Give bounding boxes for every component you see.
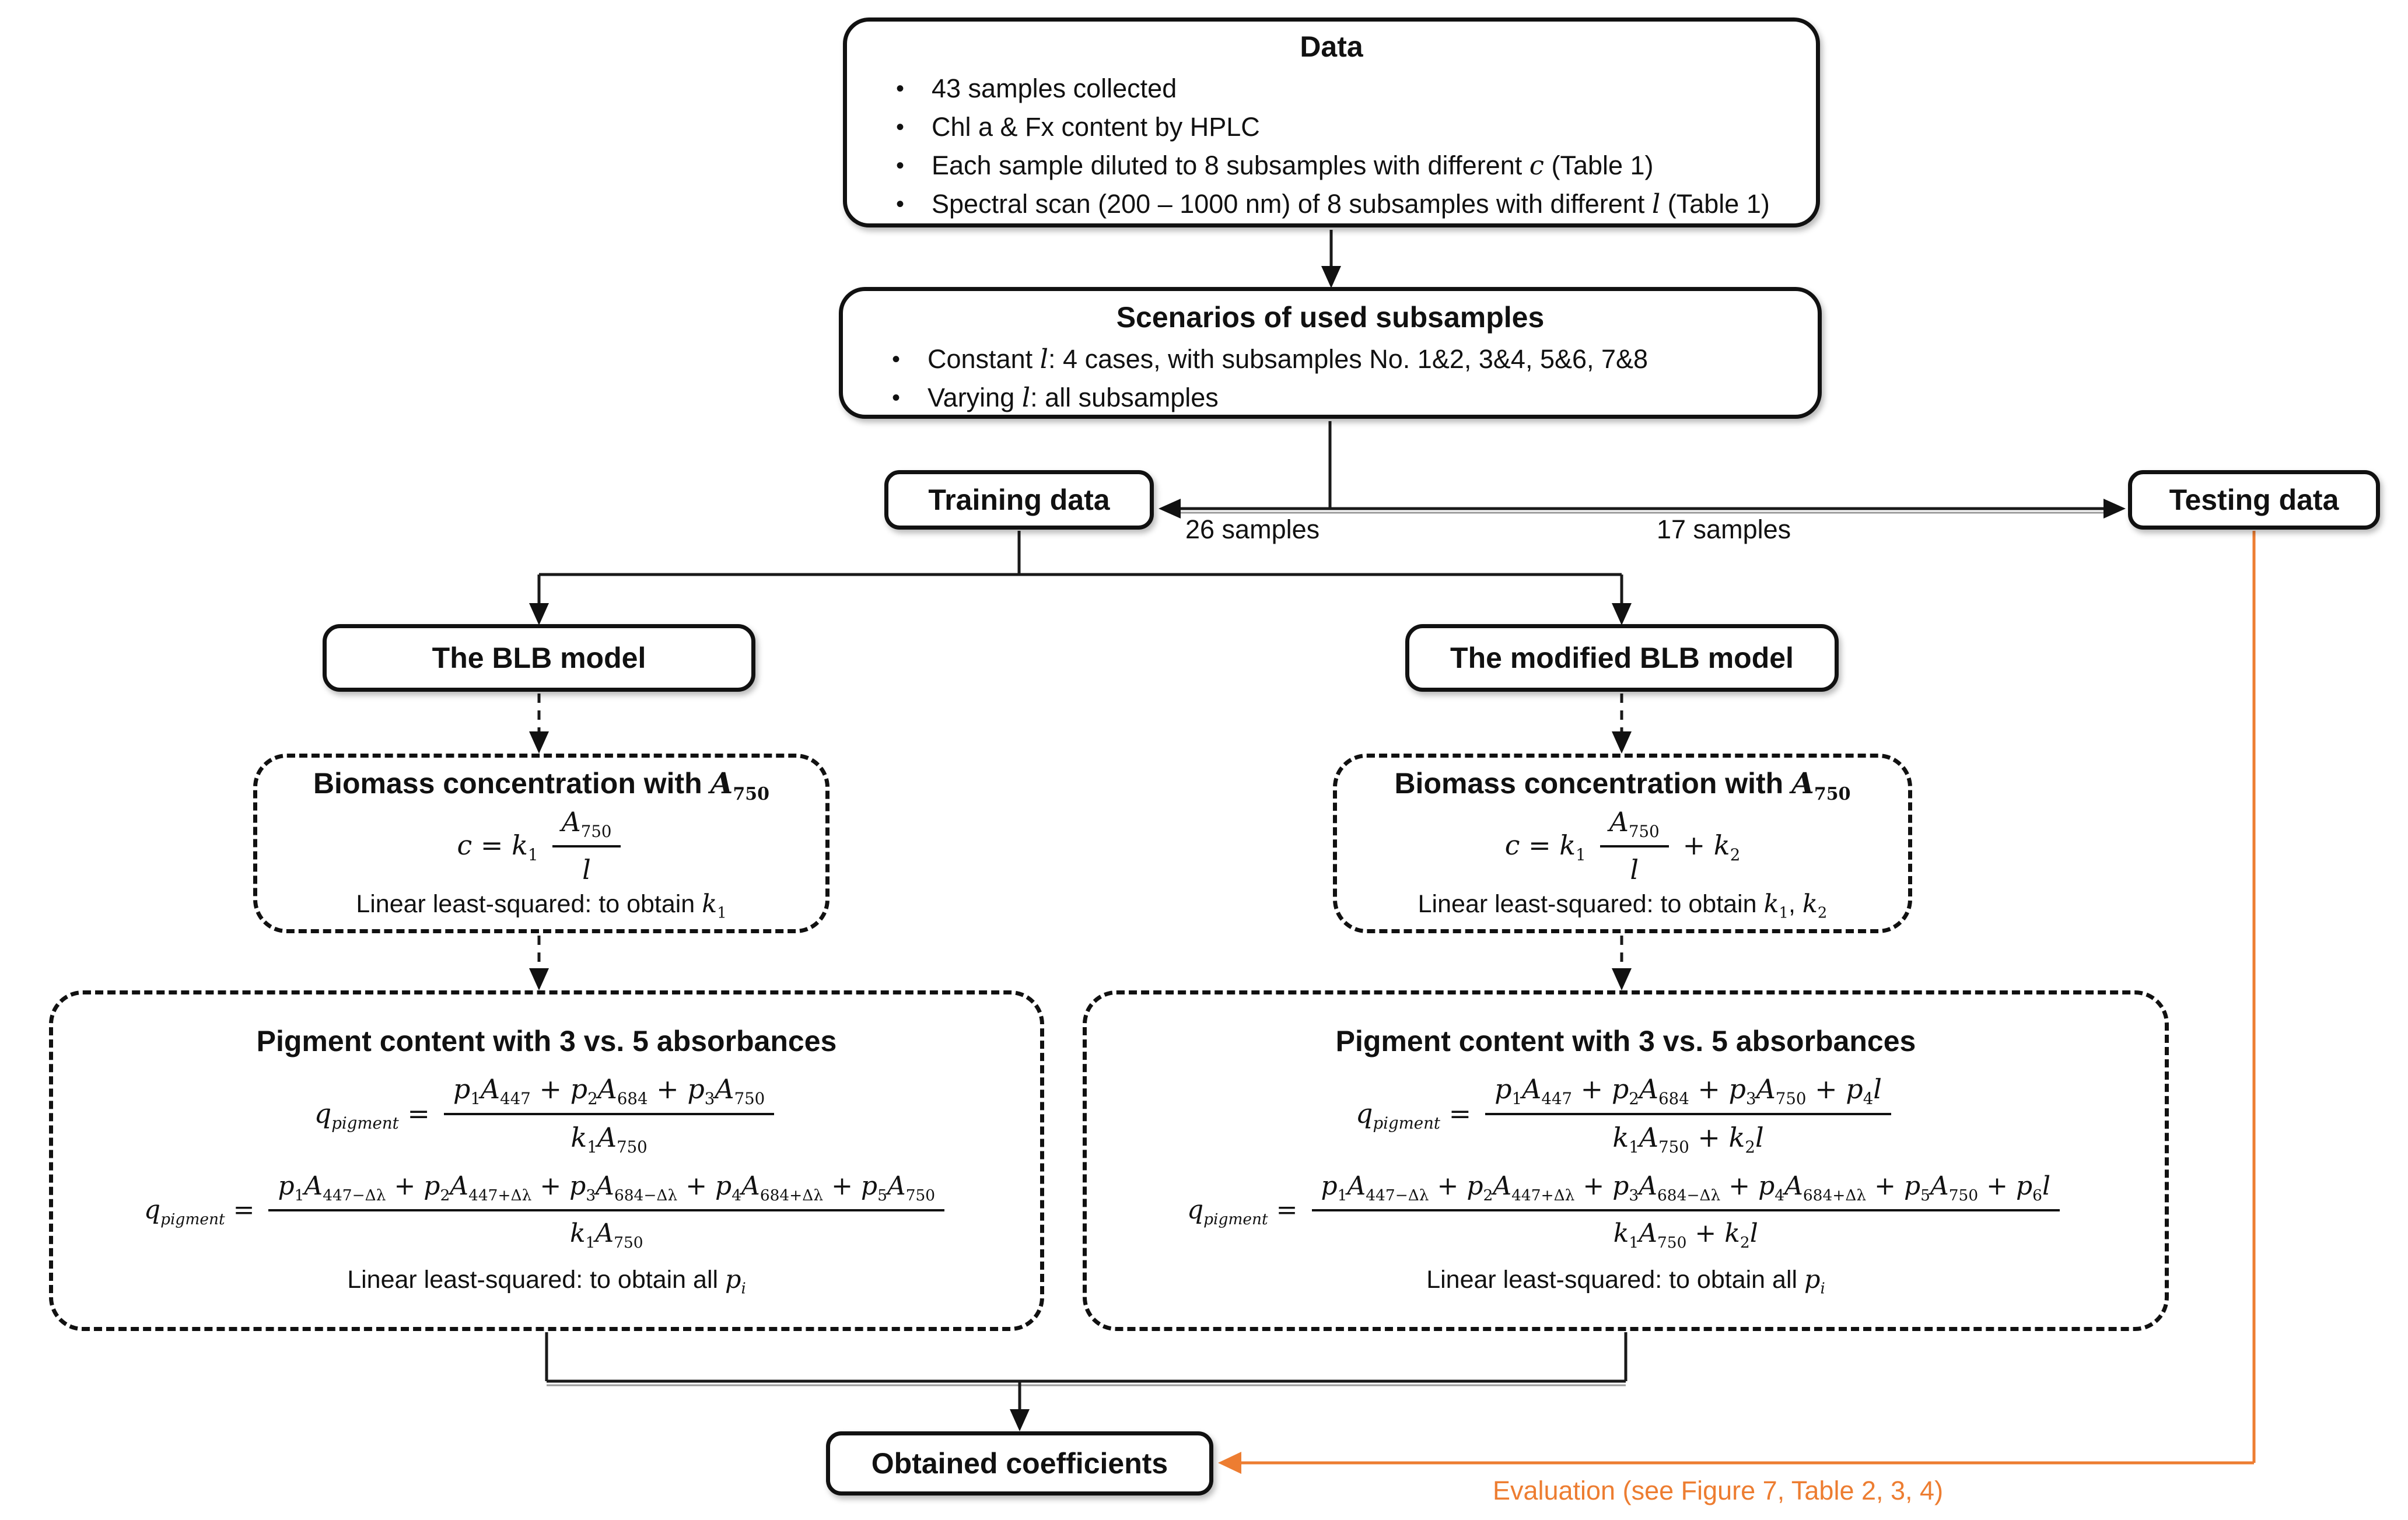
data-bullet-4: Spectral scan (200 – 1000 nm) of 8 subsa… [847,185,1816,223]
biomass-left-footer: Linear least-squared: to obtain k1 [356,889,727,922]
arrowhead-into-training [1158,499,1181,519]
arrowhead-into-biomass-left [529,731,549,754]
pigment-left-title: Pigment content with 3 vs. 5 absorbances [256,1025,837,1058]
pigment-left-formula-5abs: qpigment =p1A447−Δλ + p2A447+Δλ + p3A684… [144,1170,949,1251]
pigment-right-box: Pigment content with 3 vs. 5 absorbances… [1083,990,2169,1331]
pigment-left-box: Pigment content with 3 vs. 5 absorbances… [49,990,1044,1331]
training-data-label: Training data [928,484,1110,516]
arrowhead-into-pigment-left [529,968,549,990]
arrowhead-into-mblb [1612,603,1632,625]
pigment-right-footer: Linear least-squared: to obtain all pi [1426,1265,1825,1298]
scenarios-box: Scenarios of used subsamples Constant l:… [839,287,1822,419]
scenarios-bullet-2: Varying l: all subsamples [843,379,1818,417]
testing-data-label: Testing data [2169,484,2339,516]
data-bullet-list: 43 samples collected Chl a & Fx content … [847,69,1816,223]
scenarios-box-title: Scenarios of used subsamples [1116,301,1545,334]
blb-model-box: The BLB model [323,624,755,692]
data-box: Data 43 samples collected Chl a & Fx con… [843,17,1820,227]
data-box-title: Data [1300,30,1363,63]
blb-model-label: The BLB model [432,642,646,674]
data-bullet-2: Chl a & Fx content by HPLC [847,108,1816,146]
modified-blb-model-box: The modified BLB model [1405,624,1839,692]
data-bullet-1: 43 samples collected [847,69,1816,108]
testing-data-box: Testing data [2128,470,2380,530]
data-bullet-3: Each sample diluted to 8 subsamples with… [847,146,1816,185]
samples-26-label: 26 samples [1185,514,1320,544]
orange-arrowhead-into-obtained [1218,1452,1241,1474]
pigment-left-footer: Linear least-squared: to obtain all pi [347,1265,746,1298]
arrowhead-into-pigment-right [1612,968,1632,990]
biomass-right-title: Biomass concentration with A750 [1394,765,1851,804]
pigment-right-title: Pigment content with 3 vs. 5 absorbances [1335,1025,1916,1058]
obtained-coefficients-box: Obtained coefficients [826,1431,1213,1496]
scenarios-bullet-list: Constant l: 4 cases, with subsamples No.… [843,340,1818,417]
pigment-right-formula-5abs: qpigment =p1A447−Δλ + p2A447+Δλ + p3A684… [1187,1170,2064,1251]
arrowhead-into-testing [2104,499,2126,519]
samples-17-label: 17 samples [1657,514,1791,544]
scenarios-bullet-1: Constant l: 4 cases, with subsamples No.… [843,340,1818,379]
obtained-coefficients-label: Obtained coefficients [871,1447,1168,1480]
arrowhead-scenarios [1321,266,1341,288]
pigment-right-formula-3abs: qpigment =p1A447 + p2A684 + p3A750 + p4l… [1356,1073,1896,1155]
biomass-left-title: Biomass concentration with A750 [313,765,770,804]
arrowhead-into-biomass-right [1612,731,1632,754]
biomass-right-footer: Linear least-squared: to obtain k1, k2 [1418,889,1828,922]
evaluation-label: Evaluation (see Figure 7, Table 2, 3, 4) [1492,1476,1944,1505]
arrowhead-into-blb [529,603,549,625]
training-data-box: Training data [884,470,1154,530]
arrowhead-into-obtained [1010,1409,1030,1431]
modified-blb-model-label: The modified BLB model [1450,642,1794,674]
